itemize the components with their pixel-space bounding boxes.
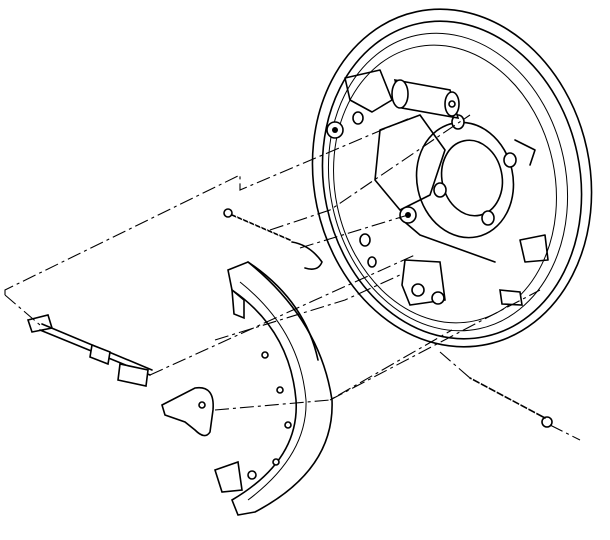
adjuster-lever: [161, 386, 214, 437]
brake-shoe: [214, 261, 333, 516]
upper-spring: [223, 208, 323, 270]
lower-spring: [469, 373, 553, 428]
leader-lines: [4, 114, 581, 441]
backing-plate: [311, 8, 593, 348]
adjuster-rod: [26, 314, 153, 387]
